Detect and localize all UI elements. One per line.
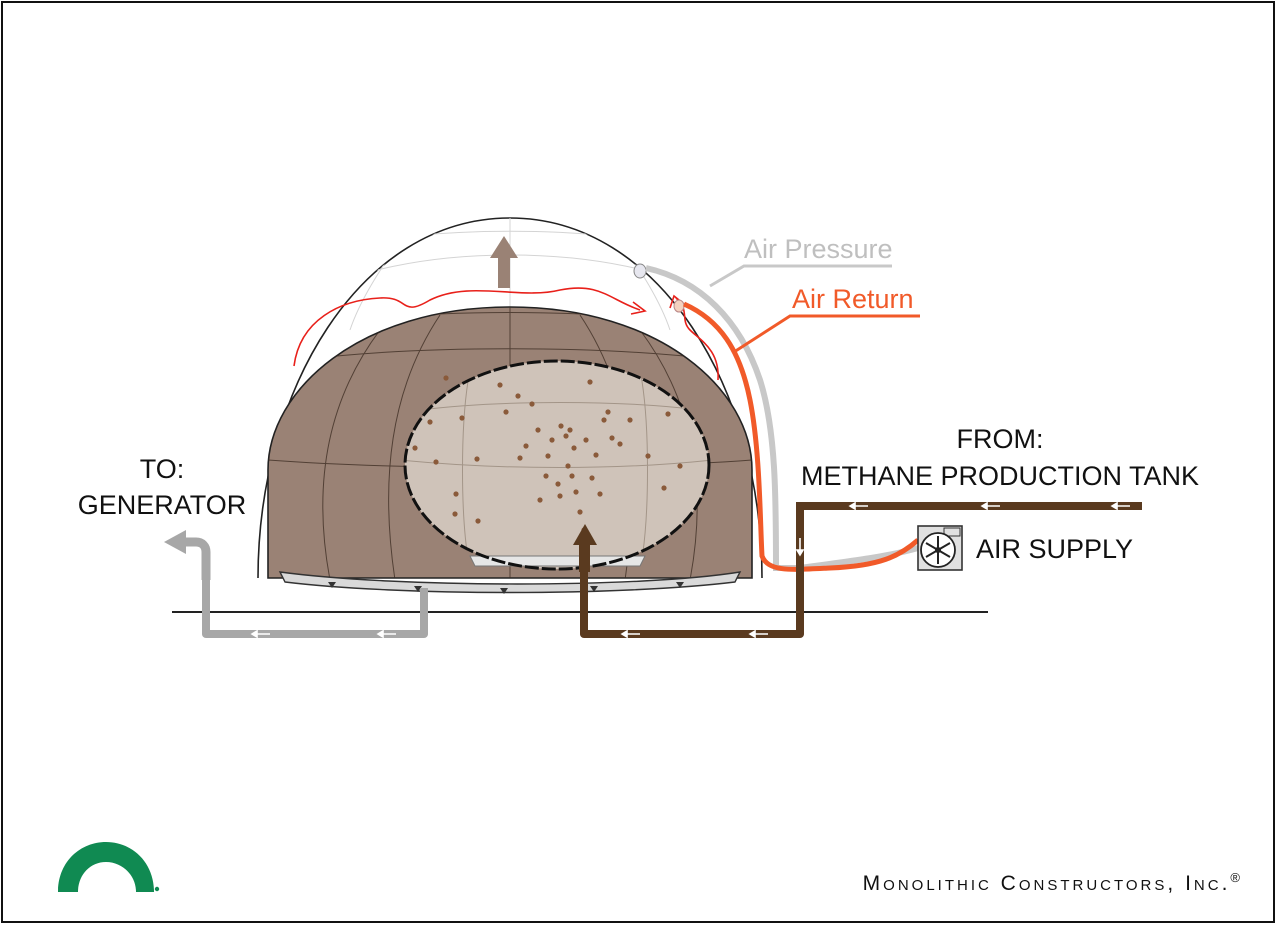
gas-bubble bbox=[571, 445, 577, 451]
gas-bubble bbox=[459, 415, 465, 421]
methane-underground-pipe bbox=[580, 570, 804, 638]
gas-bubble bbox=[677, 463, 683, 469]
anchor-marks bbox=[328, 582, 684, 594]
gas-bubble bbox=[665, 411, 671, 417]
to-label-line2: GENERATOR bbox=[78, 490, 247, 520]
air-return-pipe bbox=[682, 301, 920, 572]
gas-bubble bbox=[661, 485, 667, 491]
from-label-line2: METHANE PRODUCTION TANK bbox=[801, 461, 1199, 491]
gas-bubble bbox=[523, 443, 529, 449]
gas-bubble bbox=[601, 417, 607, 423]
gas-bubble bbox=[503, 409, 509, 415]
air-return-sensor bbox=[673, 299, 685, 313]
gas-bubble bbox=[597, 491, 603, 497]
air-pressure-leader bbox=[709, 264, 892, 288]
gas-bubble bbox=[549, 437, 555, 443]
gas-bubble bbox=[427, 419, 433, 425]
company-name: Monolithic Constructors, Inc.® bbox=[863, 870, 1240, 896]
gas-bubble bbox=[577, 509, 583, 515]
air-return-label: Air Return bbox=[792, 284, 914, 314]
gas-bubble bbox=[433, 459, 439, 465]
gas-bubble bbox=[529, 401, 535, 407]
gas-bubble bbox=[593, 452, 599, 458]
gas-bubble bbox=[543, 473, 549, 479]
gas-bubble bbox=[535, 427, 541, 433]
gas-bubble bbox=[555, 481, 561, 487]
gas-bubble bbox=[443, 375, 449, 381]
gas-bubble bbox=[475, 518, 481, 524]
methane-inlet-pipe bbox=[796, 502, 1142, 582]
air-return-leader bbox=[733, 314, 920, 354]
air-pressure-label: Air Pressure bbox=[744, 234, 893, 264]
gas-bubble bbox=[452, 511, 458, 517]
air-pressure-sensor bbox=[633, 263, 647, 279]
digester-chamber bbox=[405, 361, 709, 569]
gas-bubble bbox=[587, 379, 593, 385]
gas-bubble bbox=[605, 409, 611, 415]
foundation-ring bbox=[278, 571, 742, 594]
fan-icon bbox=[917, 525, 963, 571]
air-pressure-pipe bbox=[645, 265, 919, 571]
gas-bubble bbox=[565, 463, 571, 469]
gas-bubble bbox=[617, 441, 623, 447]
registered-mark: ® bbox=[1230, 870, 1240, 885]
gas-bubble bbox=[537, 497, 543, 503]
gas-bubble bbox=[573, 489, 579, 495]
to-label-line1: TO: bbox=[140, 454, 185, 484]
gas-bubble bbox=[569, 473, 575, 479]
gas-bubble bbox=[567, 427, 573, 433]
gas-bubble bbox=[545, 453, 551, 459]
gas-rise-arrow bbox=[490, 236, 518, 288]
gas-bubble bbox=[645, 453, 651, 459]
gas-bubble bbox=[453, 491, 459, 497]
gas-outlet-pipe bbox=[202, 580, 428, 638]
gas-bubble bbox=[563, 433, 569, 439]
gas-bubble bbox=[589, 475, 595, 481]
from-label-line1: FROM: bbox=[957, 424, 1044, 454]
flow-arrows bbox=[250, 501, 1130, 639]
methane-inlet-arrow bbox=[573, 524, 597, 572]
gas-bubble bbox=[517, 455, 523, 461]
gas-bubbles bbox=[412, 375, 683, 533]
logo-icon bbox=[58, 842, 160, 892]
gas-bubble bbox=[627, 417, 633, 423]
digester-rim bbox=[403, 359, 711, 571]
gas-bubble bbox=[583, 437, 589, 443]
gas-bubble bbox=[557, 493, 563, 499]
to-generator-arrow bbox=[182, 537, 211, 580]
gas-bubble bbox=[558, 423, 564, 429]
gas-bubble bbox=[515, 393, 521, 399]
gas-bubble bbox=[497, 382, 503, 388]
gas-bubble bbox=[474, 456, 480, 462]
gas-bubble bbox=[609, 435, 615, 441]
to-generator-arrowhead bbox=[164, 530, 186, 554]
gas-bubble bbox=[412, 445, 418, 451]
air-supply-label: AIR SUPPLY bbox=[976, 534, 1133, 564]
company-name-text: Monolithic Constructors, Inc. bbox=[862, 872, 1231, 895]
